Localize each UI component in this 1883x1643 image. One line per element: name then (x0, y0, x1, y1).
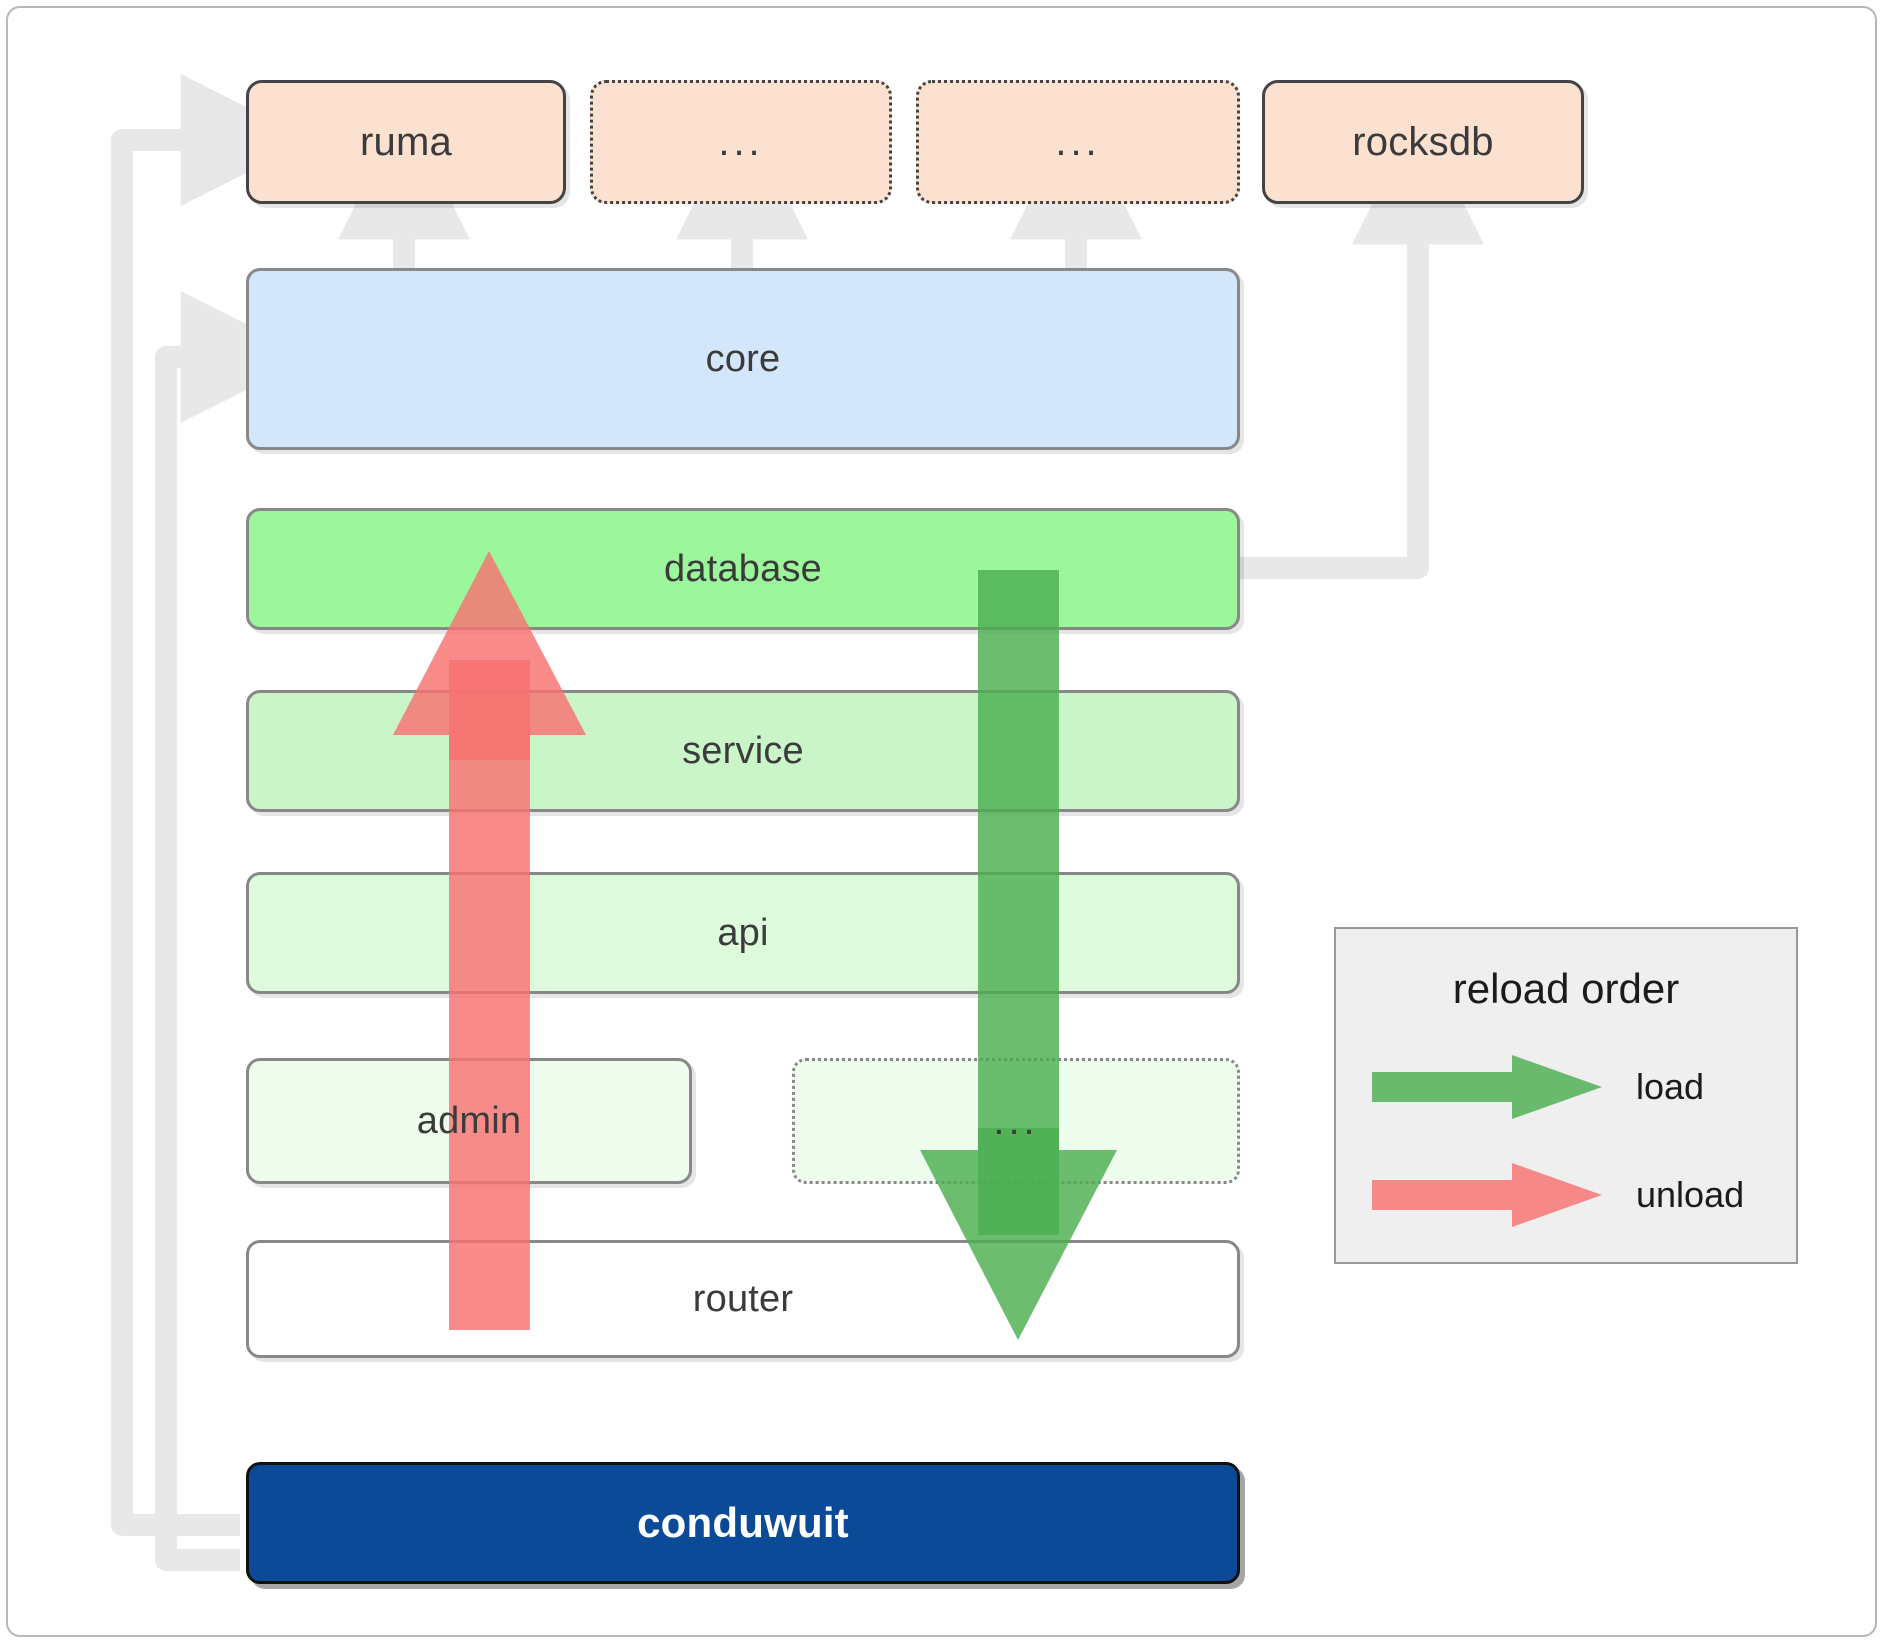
legend-title: reload order (1452, 965, 1680, 1012)
node-core[interactable]: core (246, 268, 1240, 450)
legend-label-unload: unload (1636, 1174, 1745, 1215)
node-api[interactable]: api (246, 872, 1240, 994)
node-ellipsis-2-label: ... (1055, 120, 1101, 164)
node-core-label: core (705, 337, 781, 380)
node-router-label: router (692, 1277, 794, 1320)
node-conduwuit-label: conduwuit (637, 1499, 849, 1546)
node-ruma-label: ruma (360, 119, 452, 164)
node-database-label: database (664, 547, 822, 590)
node-rocksdb[interactable]: rocksdb (1262, 80, 1584, 204)
node-admin[interactable]: admin (246, 1058, 692, 1184)
node-ellipsis-2[interactable]: ... (916, 80, 1240, 204)
node-admin-ellipsis-label: ... (993, 1099, 1039, 1143)
legend-row-unload: unload (1336, 1155, 1796, 1235)
node-service[interactable]: service (246, 690, 1240, 812)
legend-row-load: load (1336, 1047, 1796, 1127)
node-ellipsis-1[interactable]: ... (590, 80, 892, 204)
unload-legend-icon (1372, 1163, 1602, 1227)
node-ruma[interactable]: ruma (246, 80, 566, 204)
load-legend-icon (1372, 1055, 1602, 1119)
legend-label-load: load (1636, 1066, 1705, 1107)
node-api-label: api (717, 911, 769, 954)
node-admin-ellipsis[interactable]: ... (792, 1058, 1240, 1184)
node-service-label: service (682, 729, 804, 772)
node-admin-label: admin (416, 1099, 522, 1142)
diagram-frame (6, 6, 1877, 1637)
legend-panel: reload order load unload (1334, 927, 1798, 1264)
node-conduwuit[interactable]: conduwuit (246, 1462, 1240, 1584)
node-rocksdb-label: rocksdb (1352, 119, 1494, 164)
node-database[interactable]: database (246, 508, 1240, 630)
node-router[interactable]: router (246, 1240, 1240, 1358)
node-ellipsis-1-label: ... (718, 120, 764, 164)
